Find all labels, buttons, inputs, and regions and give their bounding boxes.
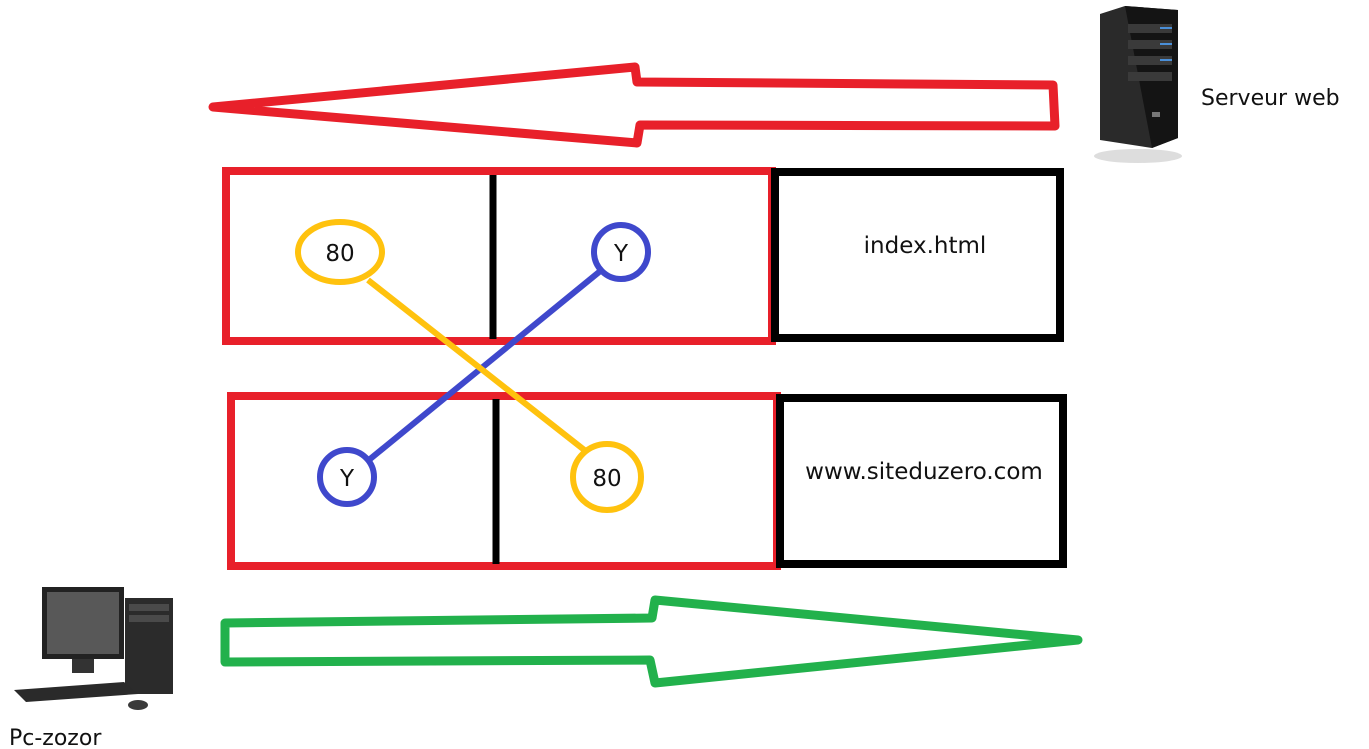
response-destination-port: Y (591, 222, 651, 282)
port-80-connector (366, 277, 594, 459)
request-destination-port: 80 (570, 441, 644, 513)
server-label: Serveur web (1201, 86, 1340, 111)
desktop-computer-icon (14, 587, 173, 710)
request-header-box (227, 392, 781, 570)
response-source-port: 80 (295, 219, 385, 285)
server-tower-icon (1094, 6, 1182, 163)
response-payload-box (771, 168, 1064, 342)
response-packet: index.html (222, 167, 1064, 345)
request-packet: www.siteduzero.com (227, 392, 1067, 570)
request-payload-label: www.siteduzero.com (805, 459, 1043, 485)
response-arrow (208, 62, 1060, 148)
request-payload-box (776, 394, 1067, 568)
response-source-port-label: 80 (325, 241, 354, 267)
request-arrow (220, 595, 1083, 688)
response-destination-port-label: Y (613, 241, 629, 267)
request-source-port: Y (317, 447, 377, 507)
request-source-port-label: Y (339, 466, 355, 492)
request-destination-port-label: 80 (592, 466, 621, 492)
port-y-connector (362, 265, 606, 467)
response-payload-label: index.html (864, 233, 987, 259)
client-label: Pc-zozor (9, 726, 102, 749)
